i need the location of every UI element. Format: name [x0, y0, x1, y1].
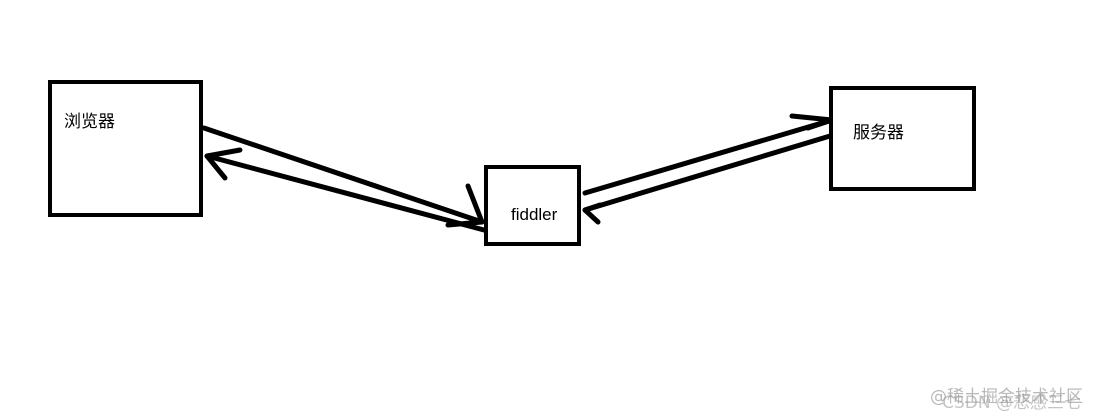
node-browser-label: 浏览器 — [64, 112, 115, 132]
node-server-label: 服务器 — [853, 123, 904, 143]
watermark-juejin: @稀土掘金技术社区 — [930, 387, 1083, 407]
node-fiddler-label: fiddler — [511, 205, 558, 224]
arrow-server-to-fiddler — [582, 133, 833, 225]
node-fiddler: fiddler — [484, 165, 581, 246]
arrow-fiddler-to-server — [582, 113, 835, 196]
node-server: 服务器 — [829, 86, 976, 191]
arrow-browser-to-fiddler — [201, 125, 485, 228]
node-browser: 浏览器 — [48, 80, 203, 217]
arrow-fiddler-to-browser — [204, 147, 487, 233]
watermark-csdn: CSDN @悲感三七 — [942, 393, 1081, 413]
